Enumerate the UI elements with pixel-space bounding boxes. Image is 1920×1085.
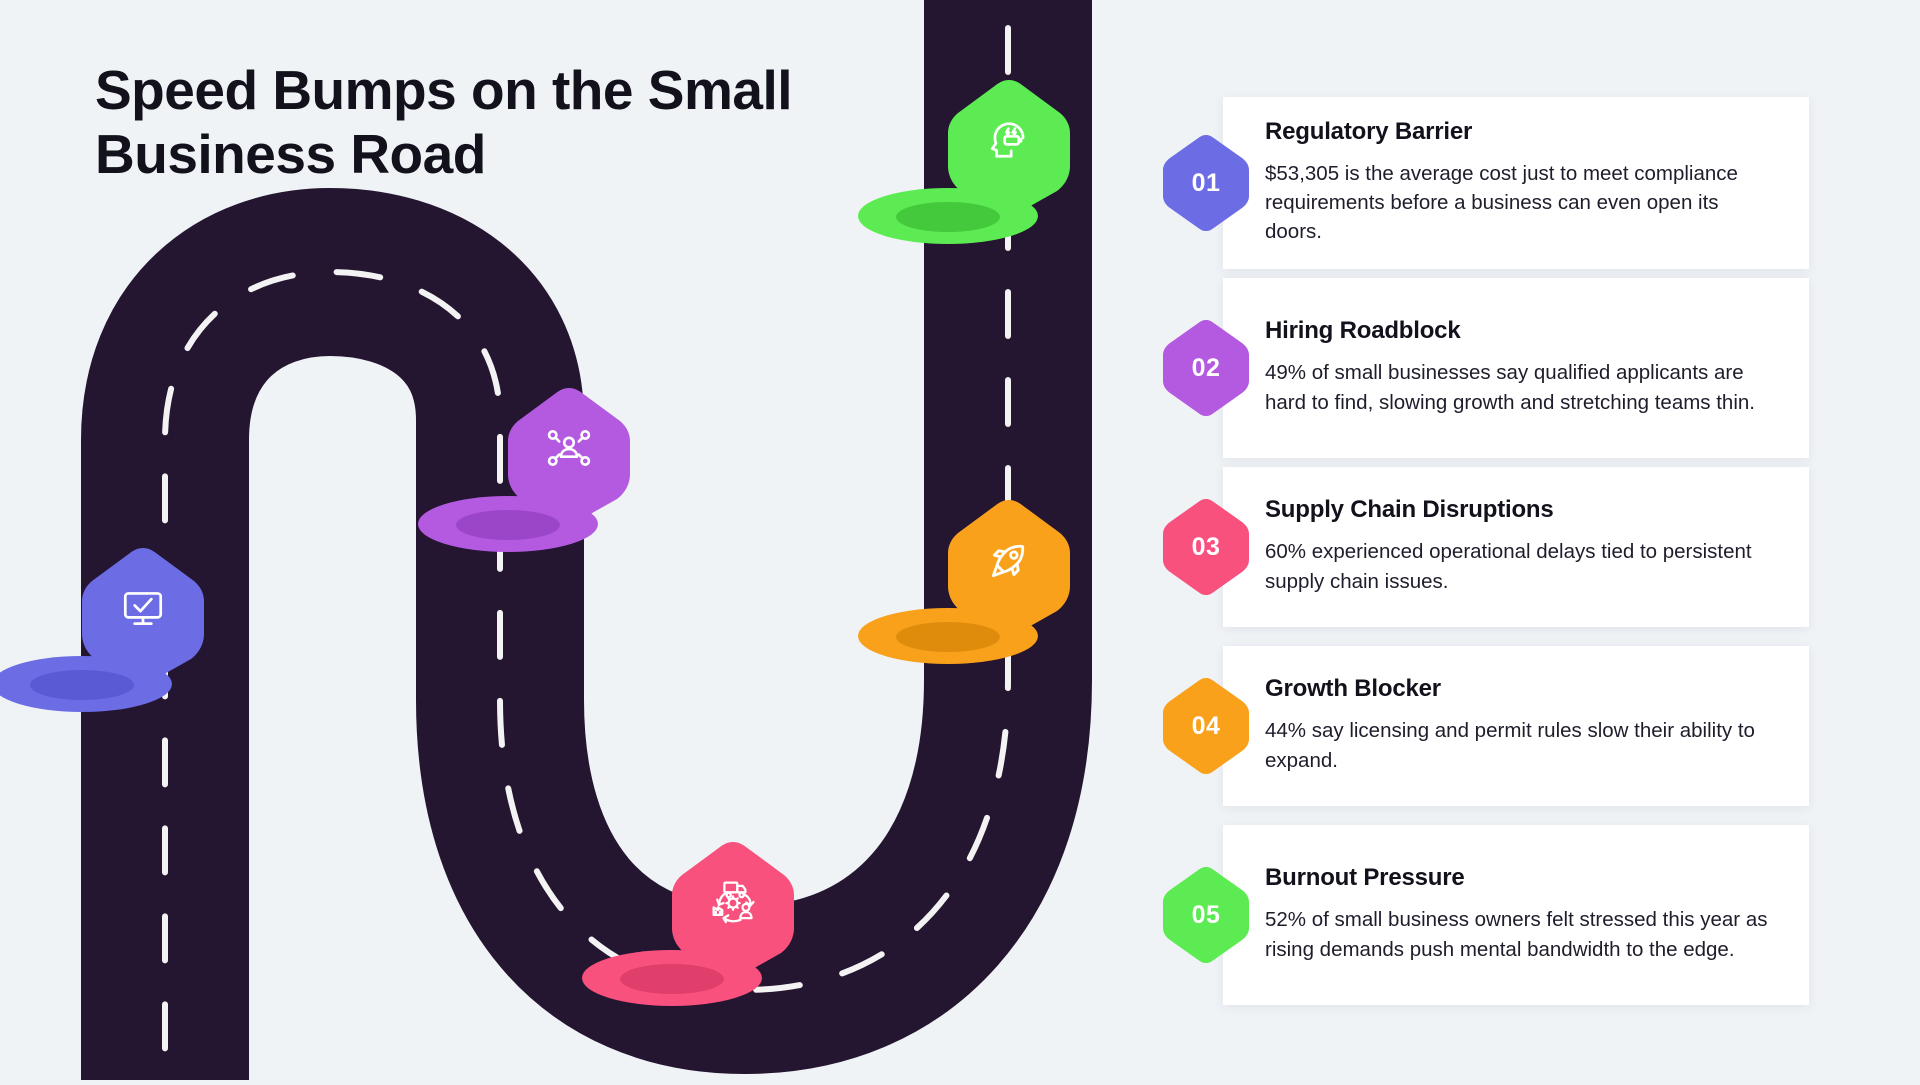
rocket-icon <box>983 534 1035 591</box>
network-person-icon <box>543 422 595 479</box>
marker-pin <box>948 500 1070 636</box>
card-number-text: 01 <box>1191 168 1221 197</box>
marker-shadow-inner <box>456 510 560 540</box>
card-05[interactable]: Burnout Pressure 52% of small business o… <box>1223 825 1809 1005</box>
card-number-badge-01: 01 <box>1163 135 1249 231</box>
card-body-04: 44% say licensing and permit rules slow … <box>1265 719 1755 772</box>
pin-hexagon-shape <box>948 80 1070 216</box>
monitor-check-icon <box>118 583 168 638</box>
badge-hexagon-shape <box>1163 678 1249 774</box>
card-body-01: $53,305 is the average cost just to meet… <box>1265 161 1738 244</box>
cards-panel: 01 Regulatory Barrier $53,305 is the ave… <box>1163 0 1863 1080</box>
marker-pin <box>508 388 630 524</box>
marker-pin <box>82 548 204 684</box>
card-number-badge-05: 05 <box>1163 867 1249 963</box>
card-number-badge-03: 03 <box>1163 499 1249 595</box>
page-title-line-1: Speed Bumps on the Small <box>95 59 793 121</box>
card-02[interactable]: Hiring Roadblock 49% of small businesses… <box>1223 278 1809 458</box>
card-title-05: Burnout Pressure <box>1265 864 1465 892</box>
marker-pin <box>672 842 794 978</box>
badge-hexagon-shape <box>1163 135 1249 231</box>
card-number-text: 02 <box>1191 353 1221 382</box>
card-04[interactable]: Growth Blocker 44% say licensing and per… <box>1223 646 1809 806</box>
page-title: Speed Bumps on the Small Business Road <box>95 58 885 187</box>
road-center-dashes <box>162 0 1011 1080</box>
card-number-badge-02: 02 <box>1163 320 1249 416</box>
badge-hexagon-shape <box>1163 867 1249 963</box>
card-number-text: 04 <box>1191 711 1221 740</box>
badge-hexagon-shape <box>1163 499 1249 595</box>
card-03[interactable]: Supply Chain Disruptions 60% experienced… <box>1223 467 1809 627</box>
page-title-line-2: Business Road <box>95 123 486 186</box>
card-number-text: 03 <box>1191 532 1221 561</box>
badge-hexagon-shape <box>1163 320 1249 416</box>
card-body-05: 52% of small business owners felt stress… <box>1265 908 1768 961</box>
card-title-03: Supply Chain Disruptions <box>1265 496 1554 524</box>
card-title-02: Hiring Roadblock <box>1265 317 1461 345</box>
head-battery-icon <box>983 114 1035 171</box>
card-01[interactable]: Regulatory Barrier $53,305 is the averag… <box>1223 97 1809 269</box>
marker-shadow-inner <box>30 670 134 700</box>
marker-shadow-inner <box>620 964 724 994</box>
marker-pin <box>948 80 1070 216</box>
card-number-text: 05 <box>1191 900 1221 929</box>
marker-shadow-inner <box>896 622 1000 652</box>
marker-shadow-inner <box>896 202 1000 232</box>
card-title-01: Regulatory Barrier <box>1265 117 1473 145</box>
card-body-02: 49% of small businesses say qualified ap… <box>1265 361 1755 414</box>
card-body-03: 60% experienced operational delays tied … <box>1265 540 1752 593</box>
card-title-04: Growth Blocker <box>1265 675 1441 703</box>
card-number-badge-04: 04 <box>1163 678 1249 774</box>
supply-chain-cycle-icon <box>705 874 761 935</box>
